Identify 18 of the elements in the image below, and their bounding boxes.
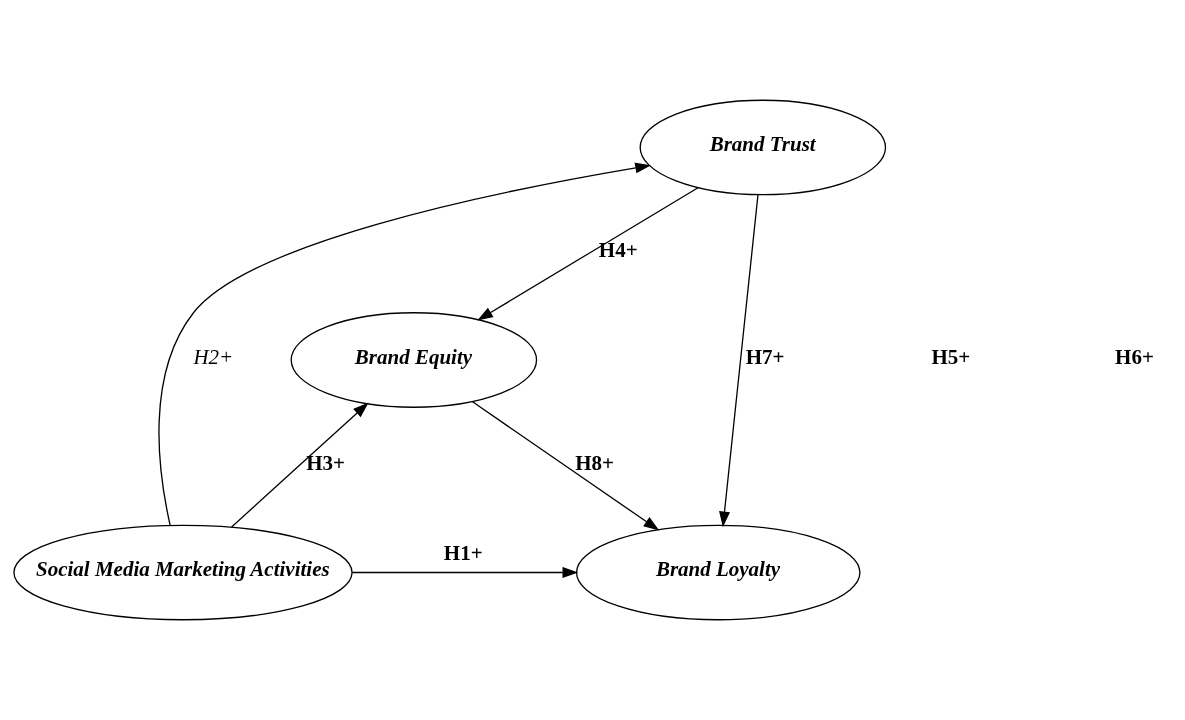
edge-label: H2+ [193,344,234,369]
edge-label: H4+ [598,238,638,263]
label: H6+ [1115,344,1154,369]
arrow [351,567,579,579]
edge-label: H1+ [443,541,483,566]
node-ellipse: Brand Loyalty [575,524,861,621]
node-ellipse: Brand Equity [290,312,538,408]
node-ellipse: Brand Trust [639,99,887,196]
arrow [158,162,652,526]
arrow [477,187,699,321]
edge-label: H7+ [745,344,785,369]
arrow [471,401,660,531]
arrow [230,402,369,528]
edge-label: H8+ [575,450,615,475]
node-ellipse: Social Media Marketing Activities [13,524,353,621]
arrow [719,194,759,528]
label: H5+ [931,344,971,369]
edge-label: H3+ [306,450,346,475]
